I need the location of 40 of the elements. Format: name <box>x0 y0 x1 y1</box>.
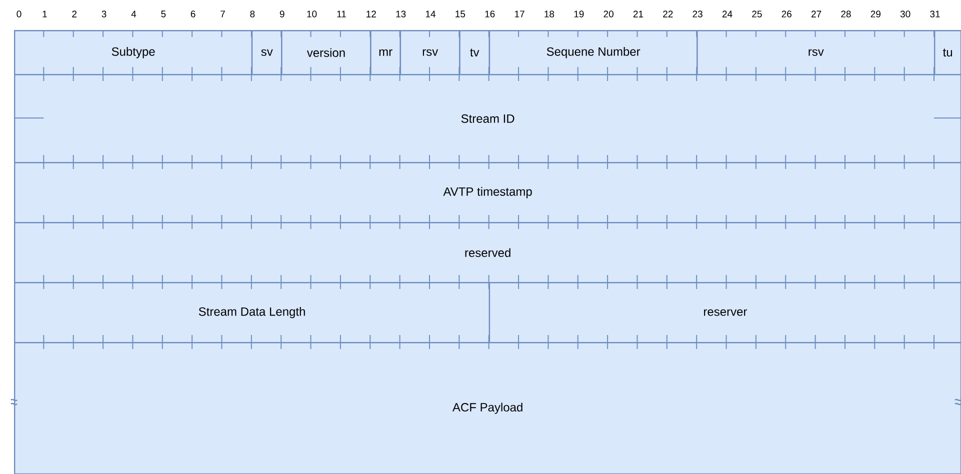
field-box: reserver <box>488 282 961 344</box>
field-box: AVTP timestamp <box>14 162 961 224</box>
bit-number: 6 <box>190 10 196 18</box>
bit-number: 27 <box>811 10 822 18</box>
bit-number: 14 <box>426 10 436 18</box>
bit-number: 3 <box>102 10 106 18</box>
bit-number: 28 <box>841 10 851 18</box>
bit-number: 20 <box>604 10 614 18</box>
bit-number: 8 <box>250 10 255 18</box>
bit-number: 1 <box>42 10 47 18</box>
bit-number: 21 <box>633 10 644 18</box>
field-box: tu <box>934 30 961 76</box>
bit-number: 29 <box>870 10 880 18</box>
bit-number: 19 <box>574 10 584 18</box>
bit-number: 16 <box>485 10 495 18</box>
field-box: rsv <box>400 30 460 76</box>
bit-number: 10 <box>307 10 317 18</box>
bit-number: 11 <box>337 10 346 18</box>
field-box: tv <box>459 30 490 76</box>
field-box: sv <box>251 30 282 76</box>
bit-number: 0 <box>16 10 22 18</box>
bit-number: 30 <box>900 10 910 18</box>
bit-number: 26 <box>782 10 792 18</box>
bit-number: 24 <box>722 10 732 18</box>
bit-number: 12 <box>366 10 376 18</box>
field-box: Stream Data Length <box>14 282 490 344</box>
bit-number: 18 <box>544 10 554 18</box>
bit-number: 25 <box>752 10 762 18</box>
bit-number: 7 <box>220 10 225 18</box>
bit-number: 2 <box>72 10 77 18</box>
bit-number: 4 <box>131 10 136 18</box>
bit-number: 23 <box>692 10 702 18</box>
bit-number: 22 <box>663 10 673 18</box>
field-box: mr <box>370 30 402 76</box>
bit-number: 15 <box>456 10 466 18</box>
bit-number: 9 <box>280 10 284 18</box>
bit-number: 13 <box>396 10 406 18</box>
bit-number: 31 <box>930 10 940 18</box>
bit-number: 17 <box>514 10 524 18</box>
bit-number: 5 <box>161 10 166 18</box>
